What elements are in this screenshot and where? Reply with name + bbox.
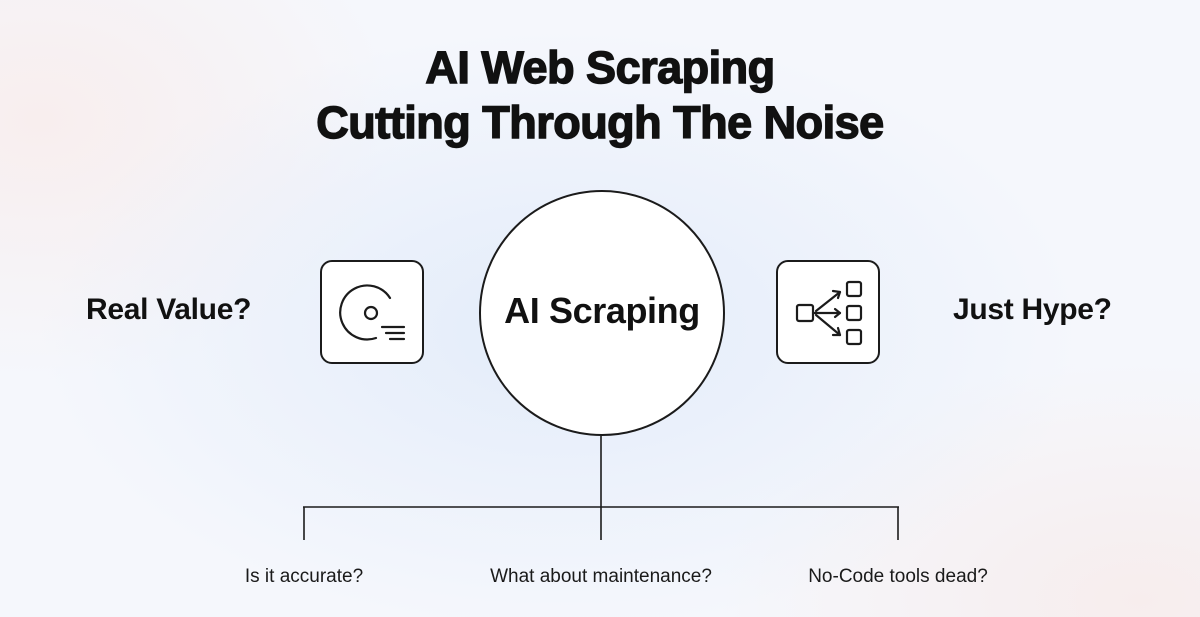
just-hype-label: Just Hype? — [953, 293, 1112, 326]
branching-flow-icon — [776, 260, 880, 364]
disk-lines-icon — [320, 260, 424, 364]
title-line-1: AI Web Scraping — [425, 41, 776, 93]
center-node-label: AI Scraping — [504, 290, 700, 331]
center-node — [479, 190, 725, 436]
branch-label-maintenance: What about maintenance? — [490, 566, 712, 587]
branch-label-accurate: Is it accurate? — [244, 566, 364, 587]
real-value-label: Real Value? — [86, 293, 252, 326]
branch-label-no-code: No-Code tools dead? — [808, 566, 988, 587]
title-line-2: Cutting Through The Noise — [316, 96, 885, 148]
